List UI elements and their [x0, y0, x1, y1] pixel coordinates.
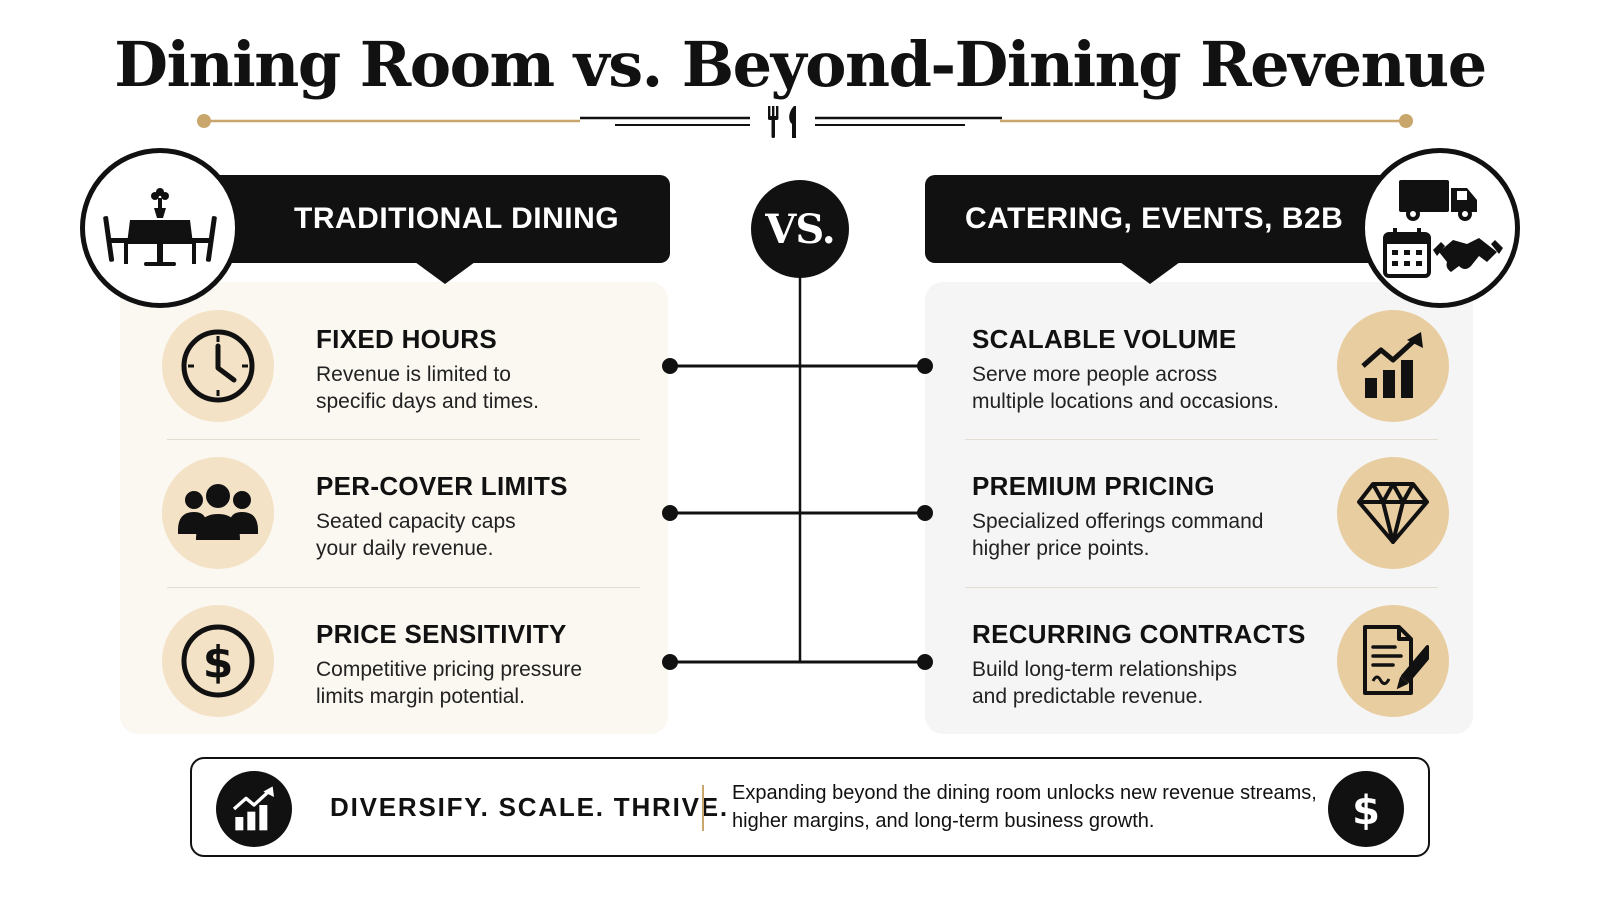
- cutlery-icon: [768, 106, 796, 138]
- icon-badge: [1337, 457, 1449, 569]
- delivery-truck-icon: [1399, 180, 1477, 221]
- footer-divider: [702, 785, 704, 831]
- icon-badge: [162, 310, 274, 422]
- footer-slogan: DIVERSIFY. SCALE. THRIVE.: [330, 792, 729, 822]
- growth-chart-icon: [1361, 332, 1423, 398]
- dining-table-icon: [103, 188, 217, 266]
- contract-pen-icon: [1363, 625, 1429, 695]
- item-description: Serve more people across multiple locati…: [972, 363, 1280, 413]
- item-description: Seated capacity caps your daily revenue.: [316, 510, 516, 560]
- svg-text:$: $: [203, 637, 234, 688]
- page-title: Dining Room vs. Beyond-Dining Revenue: [114, 28, 1487, 101]
- icon-badge: [1337, 310, 1449, 422]
- item-title: FIXED HOURS: [316, 324, 497, 354]
- icon-badge: [162, 457, 274, 569]
- calendar-icon: [1383, 228, 1431, 278]
- list-item: $ PRICE SENSITIVITY Competitive pricing …: [120, 605, 668, 745]
- item-title: PER-COVER LIMITS: [316, 471, 568, 501]
- icon-badge: [1337, 605, 1449, 717]
- icon-badge: [216, 771, 292, 847]
- handshake-icon: [1433, 238, 1503, 272]
- catering-emblem: [1360, 148, 1520, 308]
- list-item: PREMIUM PRICING Specialized offerings co…: [925, 457, 1473, 597]
- svg-text:$: $: [1352, 788, 1380, 833]
- row-divider: [965, 439, 1438, 440]
- banner-pointer: [415, 262, 475, 284]
- vs-badge: VS.: [751, 180, 849, 278]
- item-title: PREMIUM PRICING: [972, 471, 1215, 501]
- catering-events-banner: CATERING, EVENTS, B2B: [925, 175, 1395, 263]
- diamond-icon: [1357, 482, 1429, 544]
- banner-pointer: [1120, 262, 1180, 284]
- growth-chart-icon: [232, 786, 274, 831]
- dining-emblem: [80, 148, 240, 308]
- list-item: RECURRING CONTRACTS Build long-term rela…: [925, 605, 1473, 745]
- icon-badge: $: [1328, 771, 1404, 847]
- item-title: SCALABLE VOLUME: [972, 324, 1237, 354]
- banner-title: CATERING, EVENTS, B2B: [965, 202, 1344, 235]
- people-group-icon: [178, 484, 258, 540]
- item-description: Revenue is limited to specific days and …: [316, 363, 539, 413]
- banner-title: TRADITIONAL DINING: [294, 202, 620, 235]
- dollar-circle-icon: $: [181, 624, 255, 698]
- item-title: PRICE SENSITIVITY: [316, 619, 567, 649]
- title-divider: [197, 106, 1413, 138]
- row-divider: [167, 587, 640, 588]
- list-item: SCALABLE VOLUME Serve more people across…: [925, 310, 1473, 450]
- item-description: Specialized offerings command higher pri…: [972, 510, 1264, 560]
- footer-callout: DIVERSIFY. SCALE. THRIVE. Expanding beyo…: [190, 757, 1430, 857]
- icon-badge: $: [162, 605, 274, 717]
- clock-icon: [181, 329, 255, 403]
- item-title: RECURRING CONTRACTS: [972, 619, 1306, 649]
- item-description: Build long-term relationships and predic…: [972, 658, 1237, 708]
- row-divider: [167, 439, 640, 440]
- item-description: Competitive pricing pressure limits marg…: [316, 658, 583, 708]
- traditional-dining-banner: TRADITIONAL DINING: [170, 175, 670, 263]
- footer-text: Expanding beyond the dining room unlocks…: [732, 782, 1317, 832]
- row-divider: [965, 587, 1438, 588]
- list-item: PER-COVER LIMITS Seated capacity caps yo…: [120, 457, 668, 597]
- dollar-icon: $: [1352, 788, 1380, 833]
- list-item: FIXED HOURS Revenue is limited to specif…: [120, 310, 668, 450]
